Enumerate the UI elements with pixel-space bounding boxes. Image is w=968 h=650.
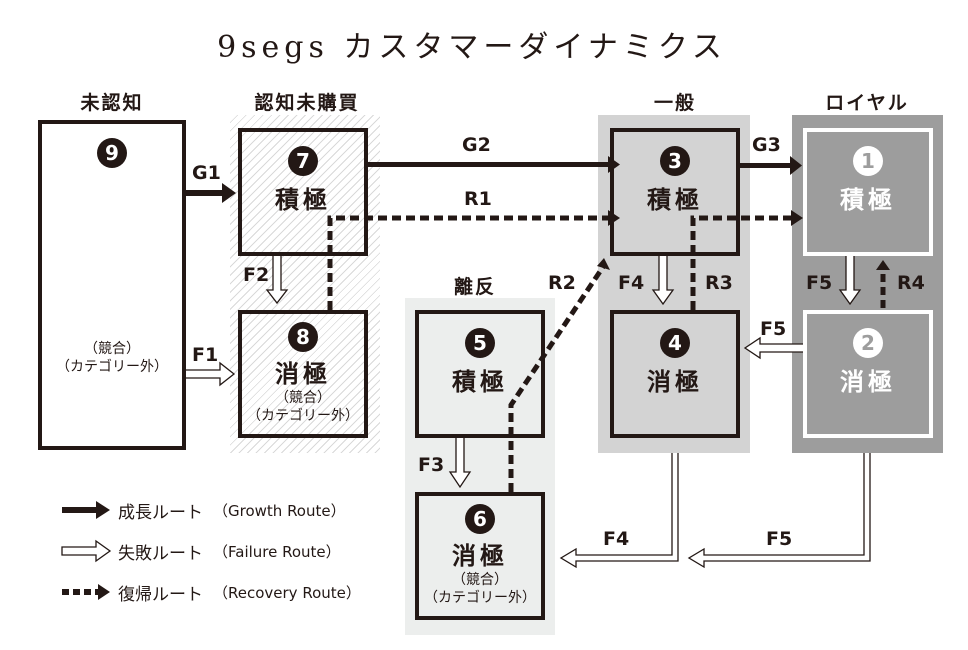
route-label-f5-cross: F5 xyxy=(760,318,787,340)
route-label-g3: G3 xyxy=(752,134,781,156)
route-label-g2: G2 xyxy=(462,134,491,156)
segment-8-note-competitor: （競合） xyxy=(275,390,331,406)
column-label-aware-not-purchased: 認知未購買 xyxy=(254,92,360,114)
segment-3-box[interactable]: 3 積極 xyxy=(610,128,740,256)
segment-4-box[interactable]: 4 消極 xyxy=(610,310,740,438)
route-label-f1: F1 xyxy=(192,344,219,366)
column-label-lapsed: 離反 xyxy=(453,276,496,298)
route-label-f4-inner: F4 xyxy=(618,272,645,294)
diagram-title: 9segs カスタマーダイナミクス xyxy=(0,22,968,66)
route-label-f5-inner: F5 xyxy=(806,272,833,294)
route-g1-arrow xyxy=(186,183,236,203)
route-label-r1: R1 xyxy=(464,188,492,210)
route-label-f3: F3 xyxy=(418,454,445,476)
segment-8-box[interactable]: 8 消極 （競合） （カテゴリー外） xyxy=(238,310,368,438)
segment-2-name: 消極 xyxy=(840,368,896,396)
route-f1-arrow xyxy=(186,361,236,387)
route-label-f5-outer: F5 xyxy=(766,528,793,550)
column-label-general: 一般 xyxy=(653,92,696,114)
legend-recovery-en: （Recovery Route） xyxy=(213,583,361,602)
legend-recovery: 復帰ルート （Recovery Route） xyxy=(118,580,361,605)
segment-8-name: 消極 xyxy=(275,360,331,388)
segment-2-number: 2 xyxy=(853,328,883,358)
route-label-f2: F2 xyxy=(243,264,270,286)
segment-6-note-out-of-category: （カテゴリー外） xyxy=(424,590,536,606)
segment-1-number: 1 xyxy=(853,146,883,176)
route-label-g1: G1 xyxy=(192,162,221,184)
segment-6-note-competitor: （競合） xyxy=(452,572,508,588)
legend-growth: 成長ルート （Growth Route） xyxy=(118,498,346,523)
segment-1-box[interactable]: 1 積極 xyxy=(803,128,933,256)
segment-1-name: 積極 xyxy=(840,186,896,214)
legend-recovery-arrow xyxy=(62,584,110,600)
legend-growth-ja: 成長ルート xyxy=(118,502,203,523)
legend-failure-ja: 失敗ルート xyxy=(118,543,203,564)
segment-9-box[interactable]: 9 （競合） （カテゴリー外） xyxy=(38,120,186,450)
segment-6-number: 6 xyxy=(465,504,495,534)
segment-4-number: 4 xyxy=(660,328,690,358)
legend-failure-arrow xyxy=(61,539,112,563)
route-g2-arrow xyxy=(368,156,620,173)
route-label-r4: R4 xyxy=(897,272,925,294)
segment-2-box[interactable]: 2 消極 xyxy=(803,310,933,438)
segment-7-box[interactable]: 7 積極 xyxy=(238,128,368,256)
segment-8-note-out-of-category: （カテゴリー外） xyxy=(247,408,359,424)
segment-6-name: 消極 xyxy=(452,542,508,570)
segment-3-number: 3 xyxy=(660,146,690,176)
segment-6-box[interactable]: 6 消極 （競合） （カテゴリー外） xyxy=(415,492,545,620)
segment-4-name: 消極 xyxy=(647,368,703,396)
segment-9-note-competitor: （競合） xyxy=(84,341,140,357)
segment-9-number: 9 xyxy=(97,138,127,168)
column-label-loyal: ロイヤル xyxy=(825,92,909,114)
segment-5-number: 5 xyxy=(465,328,495,358)
segment-5-box[interactable]: 5 積極 xyxy=(415,310,545,438)
route-label-f4-outer: F4 xyxy=(603,528,630,550)
segment-5-name: 積極 xyxy=(452,368,508,396)
legend-failure-en: （Failure Route） xyxy=(213,542,341,561)
legend-recovery-ja: 復帰ルート xyxy=(118,584,203,605)
segment-8-number: 8 xyxy=(288,322,318,352)
diagram-title-text: 9segs カスタマーダイナミクス xyxy=(217,30,727,65)
legend-failure: 失敗ルート （Failure Route） xyxy=(118,539,341,564)
segment-7-name: 積極 xyxy=(275,186,331,214)
route-label-r3: R3 xyxy=(705,272,733,294)
segment-3-name: 積極 xyxy=(647,186,703,214)
segment-9-note-out-of-category: （カテゴリー外） xyxy=(56,359,168,375)
legend-growth-en: （Growth Route） xyxy=(213,501,346,520)
legend-growth-arrow xyxy=(62,501,110,519)
route-label-r2: R2 xyxy=(548,272,576,294)
column-label-unaware: 未認知 xyxy=(80,92,144,114)
segment-7-number: 7 xyxy=(288,146,318,176)
